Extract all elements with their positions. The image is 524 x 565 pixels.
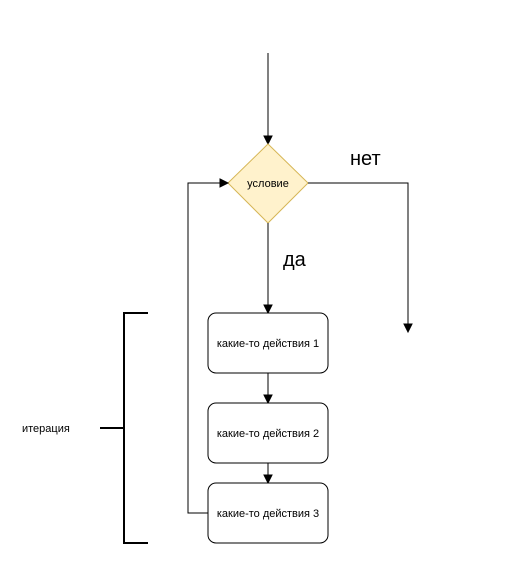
decision-node[interactable]: условие <box>227 143 309 224</box>
step-node-1[interactable]: какие-то действия 1 <box>207 312 329 374</box>
yes-edge-label: да <box>283 249 307 271</box>
step-node-3[interactable]: какие-то действия 3 <box>207 482 329 544</box>
step-label-1: какие-то действия 1 <box>217 338 319 350</box>
no-edge-label: нет <box>350 148 381 170</box>
iteration-label: итерация <box>22 423 70 435</box>
entry-edge <box>263 53 273 146</box>
step-node-2[interactable]: какие-то действия 2 <box>207 402 329 464</box>
decision-label: условие <box>247 178 289 190</box>
loop-back-edge <box>187 178 230 514</box>
step-label-3: какие-то действия 3 <box>217 508 319 520</box>
edge-step2-step3 <box>263 463 273 485</box>
yes-edge <box>263 223 273 315</box>
no-edge <box>308 182 413 334</box>
iteration-bracket <box>100 312 148 544</box>
edge-step1-step2 <box>263 373 273 405</box>
step-label-2: какие-то действия 2 <box>217 428 319 440</box>
